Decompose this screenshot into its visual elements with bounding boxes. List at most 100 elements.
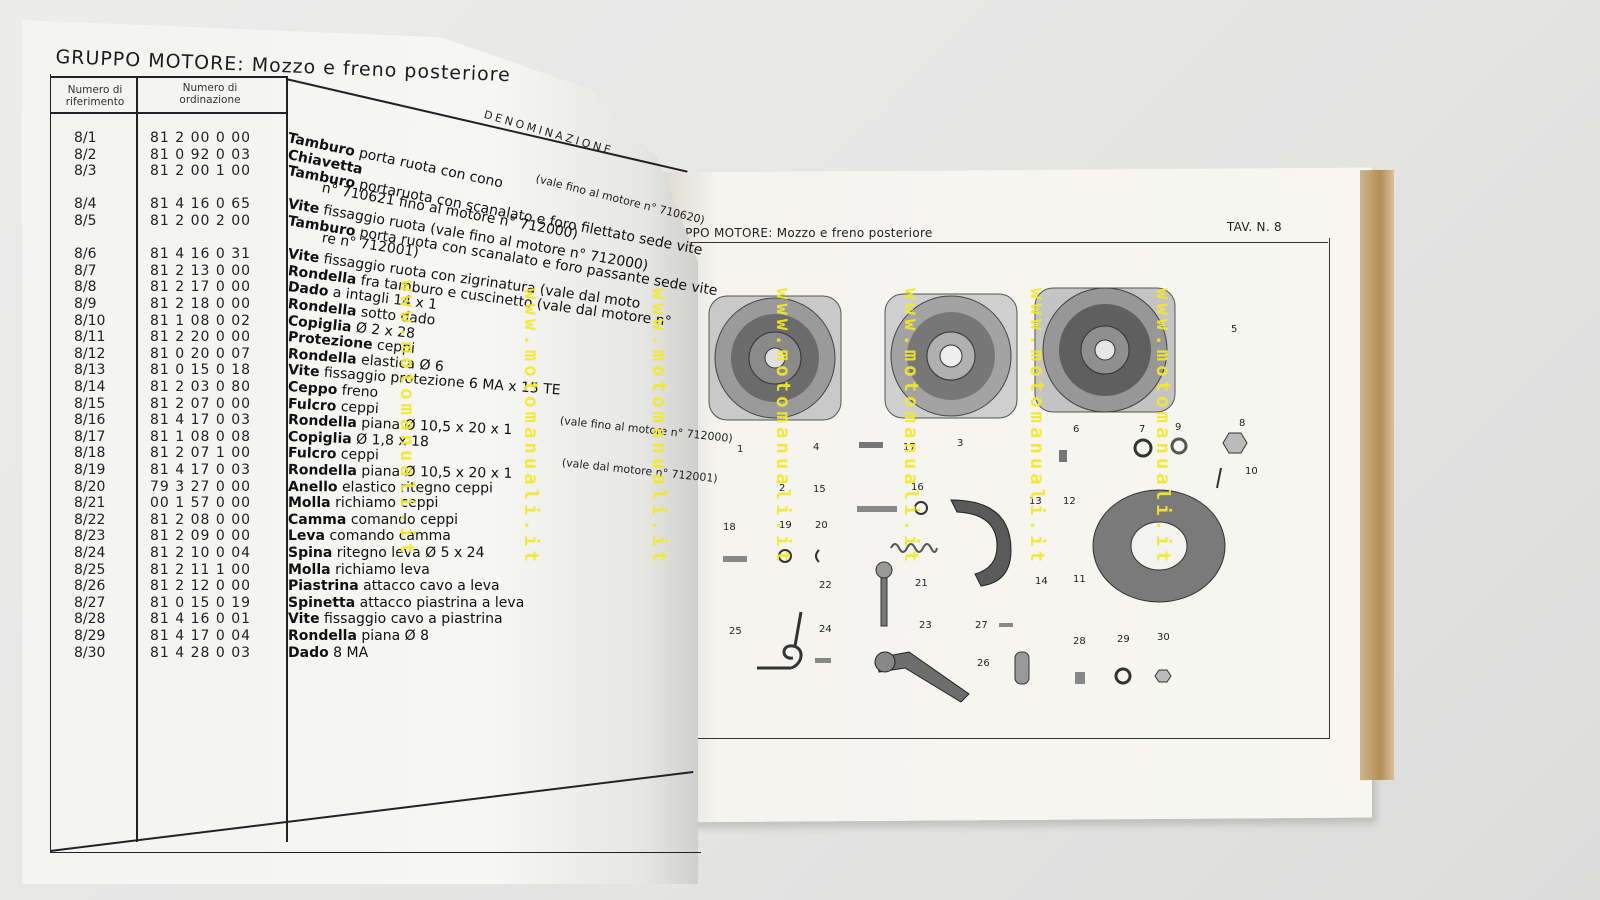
- ref-column-header: Numero di riferimento: [65, 84, 125, 108]
- ref-number: 8/17: [74, 428, 106, 445]
- order-number: 81 4 17 0 03: [150, 412, 252, 429]
- part-label-9: 9: [1175, 422, 1182, 433]
- left-page: [22, 20, 698, 884]
- order-number: 79 3 27 0 00: [150, 478, 252, 495]
- ref-number: 8/29: [74, 628, 106, 644]
- description-bold: Molla: [288, 495, 331, 512]
- ref-number: 8/21: [74, 495, 106, 512]
- order-number: 81 0 92 0 03: [150, 146, 252, 163]
- description-bold: Ceppo: [287, 379, 338, 399]
- column-divider: [286, 76, 288, 842]
- description: Leva comando camma: [288, 528, 451, 544]
- description-bold: Molla: [288, 561, 331, 578]
- brake-shoe-14: [950, 499, 1012, 587]
- description-text: fissaggio cavo a piastrina: [324, 611, 503, 628]
- ref-number: 8/18: [74, 445, 106, 462]
- code-column-header: Numero di ordinazione: [179, 82, 241, 106]
- brake-drum-1: [708, 295, 842, 421]
- column-divider: [136, 76, 138, 842]
- plate-header: UPPO MOTORE: Mozzo e freno posteriore TA…: [676, 220, 1328, 243]
- small-hardware: [723, 432, 1248, 685]
- ref-number: 8/19: [74, 462, 106, 478]
- order-number: 81 2 00 0 00: [150, 130, 252, 146]
- order-number: 81 2 03 0 80: [150, 379, 252, 395]
- description-text: attacco piastrina a leva: [359, 594, 525, 611]
- part-label-13: 13: [1029, 496, 1042, 507]
- description-bold: Vite: [288, 611, 320, 628]
- ref-number: 8/12: [74, 345, 106, 362]
- order-number: 81 4 16 0 31: [150, 246, 252, 263]
- ref-number: 8/30: [74, 644, 106, 661]
- watermark: www.motomanuali.it: [1026, 288, 1048, 566]
- description-bold: Vite: [287, 362, 321, 381]
- cam-22: [875, 561, 893, 627]
- part-label-30: 30: [1157, 632, 1170, 643]
- ref-number: 8/7: [74, 262, 97, 279]
- description-bold: Spina: [288, 545, 333, 561]
- order-number: 81 2 11 1 00: [150, 561, 252, 578]
- part-label-15: 15: [813, 484, 826, 495]
- ref-number: 8/16: [74, 412, 106, 429]
- header-rule: [136, 112, 286, 114]
- description: Vite fissaggio cavo a piastrina: [288, 611, 503, 627]
- ref-number: 8/2: [74, 146, 97, 163]
- order-number: 81 2 07 1 00: [150, 445, 252, 462]
- part-label-1: 1: [737, 444, 744, 455]
- ref-number: 8/28: [74, 611, 106, 628]
- ref-number: 8/23: [74, 528, 106, 545]
- header-rule: [50, 112, 136, 114]
- part-label-19: 19: [779, 520, 792, 531]
- exploded-diagram: 1 2 3 4 5 6 7 8 9 10 11 12 13 14 15 16 1…: [688, 238, 1330, 739]
- order-number: 81 2 18 0 00: [150, 296, 252, 312]
- order-number: 81 2 10 0 04: [150, 545, 252, 561]
- part-label-16: 16: [911, 482, 924, 493]
- description: Dado 8 MA: [288, 645, 368, 661]
- description-text: 8 MA: [333, 644, 369, 661]
- order-number: 81 2 20 0 00: [150, 329, 252, 346]
- shield-plate-11: [1092, 489, 1226, 603]
- part-label-27: 27: [975, 620, 988, 631]
- description: Rondella piana Ø 8: [288, 628, 429, 644]
- description-bold: Spinetta: [288, 594, 356, 611]
- description-text: richiamo ceppi: [335, 495, 439, 512]
- ref-number: 8/20: [74, 478, 106, 495]
- ref-number: 8/9: [74, 296, 97, 312]
- order-number: 81 2 00 2 00: [150, 213, 252, 229]
- ref-number: 8/1: [74, 130, 97, 146]
- order-number: 81 1 08 0 08: [150, 428, 252, 445]
- ref-number: 8/27: [74, 594, 106, 611]
- part-label-20: 20: [815, 520, 828, 531]
- watermark: www.motomanuali.it: [396, 280, 418, 558]
- header-rule: [50, 76, 286, 78]
- description-text: freno: [341, 382, 379, 401]
- order-number: 81 2 00 1 00: [150, 163, 252, 180]
- brake-drum-5: [1034, 287, 1176, 413]
- lever-23: [874, 651, 970, 703]
- ref-number: 8/10: [74, 312, 106, 329]
- description: Anello elastico ritegno ceppi: [288, 479, 493, 496]
- ref-number: 8/5: [74, 213, 97, 229]
- ref-number: 8/11: [74, 329, 106, 346]
- part-label-2: 2: [779, 483, 786, 494]
- ref-number: 8/8: [74, 279, 97, 296]
- order-number: 81 2 13 0 00: [150, 262, 252, 279]
- part-label-14: 14: [1035, 576, 1048, 587]
- description-bold: Fulcro: [287, 445, 337, 463]
- description-text: piana Ø 8: [361, 628, 430, 644]
- part-label-11: 11: [1073, 574, 1086, 585]
- part-label-23: 23: [919, 620, 932, 631]
- part-label-4: 4: [813, 442, 820, 453]
- part-label-24: 24: [819, 624, 832, 635]
- watermark: www.motomanuali.it: [648, 288, 670, 566]
- page-edge: [1360, 169, 1394, 781]
- part-label-18: 18: [723, 522, 736, 533]
- part-label-12: 12: [1063, 496, 1076, 507]
- order-number: 81 4 28 0 03: [150, 644, 252, 661]
- description: Camma comando ceppi: [288, 512, 458, 528]
- order-number: 81 2 07 0 00: [150, 395, 252, 412]
- ref-number: 8/24: [74, 545, 106, 561]
- description-text: attacco cavo a leva: [363, 578, 500, 595]
- order-number: 81 0 15 0 18: [150, 362, 252, 379]
- order-number: 00 1 57 0 00: [150, 495, 252, 512]
- order-number: 81 1 08 0 02: [150, 312, 252, 329]
